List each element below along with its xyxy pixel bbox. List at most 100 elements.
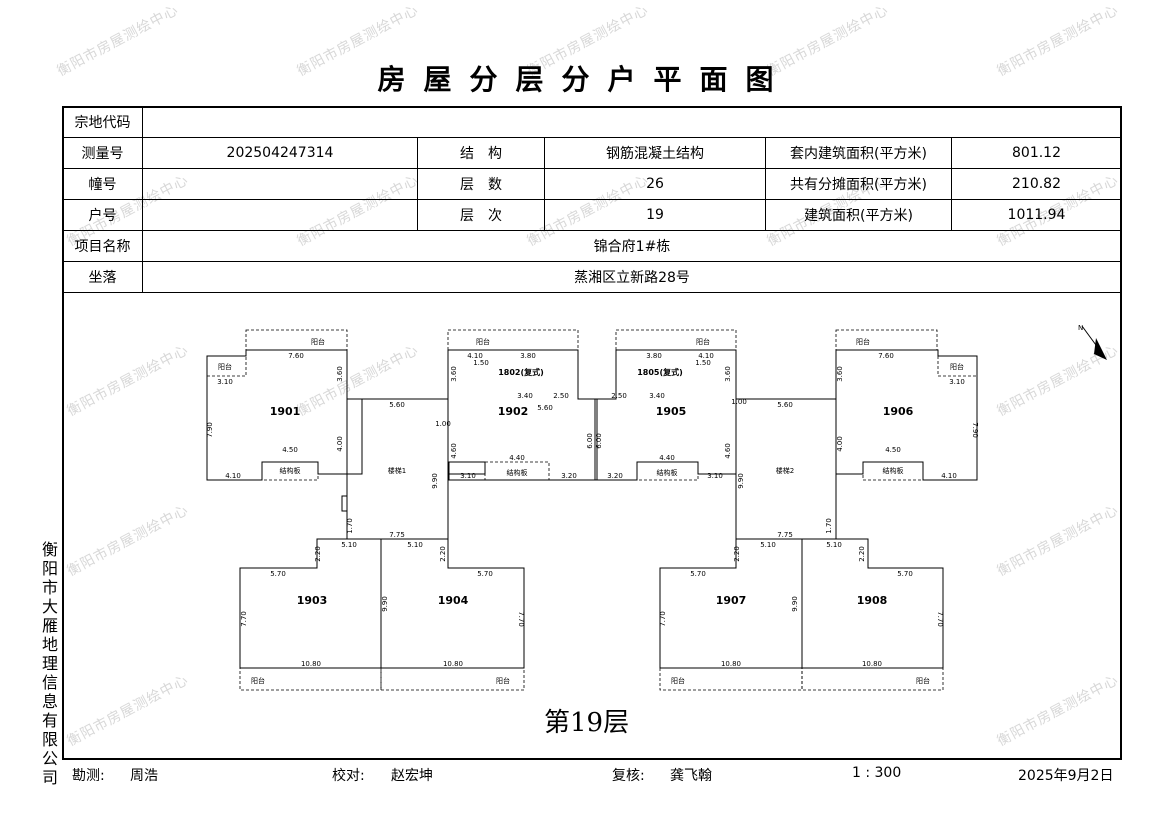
dim-label: 3.10 [707,472,723,480]
unit-label-1907: 1907 [716,594,747,607]
dim-label: 1.70 [346,518,354,534]
balcony-label: 阳台 [671,676,685,685]
balcony-label: 阳台 [696,337,710,346]
dim-label: 2.20 [314,546,322,562]
dim-label: 2.20 [858,546,866,562]
dim-label: 2.50 [553,392,569,400]
balcony-outline [835,329,938,351]
unit-no-label: 户号 [62,199,143,231]
checker-label: 校对: [332,768,365,784]
dim-label: 3.10 [460,472,476,480]
dim-label: 6.00 [586,433,594,449]
structure-panel-outline [862,461,924,481]
dim-label: 3.60 [450,366,458,382]
dim-label: 6.00 [595,433,603,449]
stair-label-left: 楼梯1 [388,466,406,475]
balcony-label: 阳台 [916,676,930,685]
surveyor-label: 勘测: [72,768,105,784]
balcony-outline [239,667,382,691]
info-table: 宗地代码 测量号 202504247314 结 构 钢筋混凝土结构 套内建筑面积… [62,106,1122,293]
dim-label: 7.90 [971,422,979,438]
dim-label: 5.60 [777,401,793,409]
inner-area-label: 套内建筑面积(平方米) [765,137,952,169]
dim-label: 7.75 [389,531,405,539]
structure-panel-label: 结构板 [883,466,904,475]
surveyor-name: 周浩 [130,768,158,784]
dim-label: 7.70 [517,611,525,627]
dim-label: 5.10 [341,541,357,549]
scale: 1 : 300 [852,765,902,781]
dim-label: 1.50 [473,359,489,367]
date: 2025年9月2日 [1018,768,1114,784]
structure-panel-outline [636,461,699,481]
building-area-label: 建筑面积(平方米) [765,199,952,231]
company-name: 衡阳市大雁地理信息有限公司 [41,540,58,787]
dim-label: 7.70 [240,611,248,627]
reviewer-label: 复核: [612,768,645,784]
dim-label: 10.80 [443,660,463,668]
balcony-outline [615,329,737,351]
dim-label: 1.00 [731,398,747,406]
unit-label-1906: 1906 [883,405,914,418]
structure-panel-outline [261,461,319,481]
dim-label: 7.90 [206,422,214,438]
building-area-value: 1011.94 [951,199,1122,231]
balcony-outline [380,667,525,691]
structure-label: 结 构 [417,137,545,169]
balcony-outline [245,329,348,351]
dim-label: 4.50 [282,446,298,454]
unit-label-1905: 1905 [656,405,687,418]
dim-label: 7.70 [936,611,944,627]
dim-label: 9.90 [381,596,389,612]
balcony-label: 阳台 [218,362,232,371]
dim-label: 4.00 [836,436,844,452]
survey-no-value: 202504247314 [142,137,418,169]
dim-label: 5.10 [760,541,776,549]
dim-label: 3.60 [336,366,344,382]
dim-label: 3.10 [949,378,965,386]
dim-label: 4.50 [885,446,901,454]
dim-label: 5.10 [407,541,423,549]
dim-label: 3.10 [217,378,233,386]
dim-label: 5.60 [537,404,553,412]
dim-label: 5.70 [477,570,493,578]
floors-label: 层 数 [417,168,545,200]
balcony-label: 阳台 [496,676,510,685]
shared-area-label: 共有分摊面积(平方米) [765,168,952,200]
unit-label-1904: 1904 [438,594,469,607]
unit-outline-1902 [447,349,598,481]
location-label: 坐落 [62,261,143,293]
building-no-value [142,168,418,200]
dim-label: 4.10 [941,472,957,480]
dim-label: 5.10 [826,541,842,549]
dim-label: 4.40 [509,454,525,462]
dim-label: 3.80 [646,352,662,360]
floor-title: 第19层 [544,708,630,738]
balcony-label: 阳台 [856,337,870,346]
unit-label-1908: 1908 [857,594,888,607]
floor-value: 19 [544,199,766,231]
dim-label: 4.10 [225,472,241,480]
dim-label: 3.60 [724,366,732,382]
balcony-outline [937,355,978,377]
structure-panel-label: 结构板 [507,468,528,477]
dim-label: 9.90 [737,473,745,489]
unit-no-value [142,199,418,231]
project-value: 锦合府1#栋 [142,230,1122,262]
parcel-code-label: 宗地代码 [62,106,143,138]
dim-label: 7.75 [777,531,793,539]
dim-label: 7.60 [878,352,894,360]
page-title: 房屋分层分户平面图 [377,63,792,96]
project-label: 项目名称 [62,230,143,262]
dim-label: 9.90 [431,473,439,489]
structure-panel-label: 结构板 [280,466,301,475]
dim-label: 4.00 [336,436,344,452]
dim-label: 7.70 [659,611,667,627]
dim-label: 3.40 [517,392,533,400]
stair-label-right: 楼梯2 [776,466,794,475]
floor-label: 层 次 [417,199,545,231]
duplex-label-left: 1802(复式) [498,367,544,377]
dim-label: 9.90 [791,596,799,612]
dim-label: 3.80 [520,352,536,360]
dim-label: 4.10 [467,352,483,360]
